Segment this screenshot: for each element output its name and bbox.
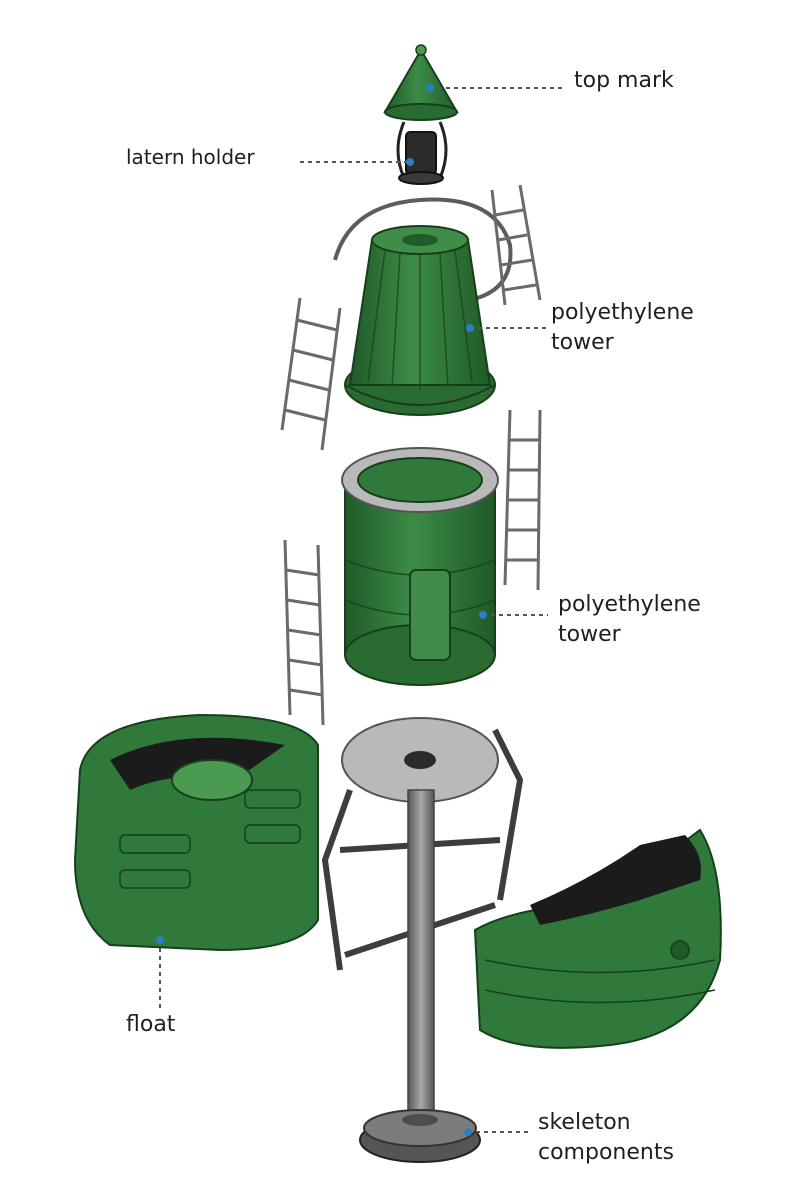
upper-left-ladder xyxy=(280,297,342,451)
float-text: float xyxy=(126,1012,176,1037)
lower-tower-text-line1: polyethylene xyxy=(558,592,701,617)
upper-tower-text-line1: polyethylene xyxy=(551,300,694,325)
top-mark-text: top mark xyxy=(574,68,674,93)
upper-right-ladder xyxy=(490,184,542,306)
label-lantern-holder: latern holder xyxy=(126,142,255,172)
leader-lines xyxy=(159,87,562,1133)
label-lower-tower: polyethylene tower xyxy=(558,590,701,650)
lower-right-ladder xyxy=(503,409,542,591)
left-float-half xyxy=(73,713,319,952)
skeleton-text-line2: components xyxy=(538,1140,674,1165)
lower-tower xyxy=(341,447,499,686)
top-mark-cone xyxy=(383,44,459,121)
lower-tower-text-line2: tower xyxy=(558,622,621,647)
right-float-half xyxy=(473,828,722,1049)
upper-tower xyxy=(333,197,513,416)
label-float: float xyxy=(126,1010,175,1040)
skeleton-text-line1: skeleton xyxy=(538,1110,631,1135)
marker-dots xyxy=(156,84,487,1136)
lantern-holder-text: latern holder xyxy=(126,145,255,169)
lower-left-ladder xyxy=(283,539,325,726)
lantern-holder xyxy=(396,121,448,185)
label-top-mark: top mark xyxy=(574,66,674,96)
label-skeleton-components: skeleton components xyxy=(538,1108,674,1168)
label-upper-tower: polyethylene tower xyxy=(551,298,694,358)
upper-tower-text-line2: tower xyxy=(551,330,614,355)
skeleton-frame xyxy=(322,717,523,1163)
